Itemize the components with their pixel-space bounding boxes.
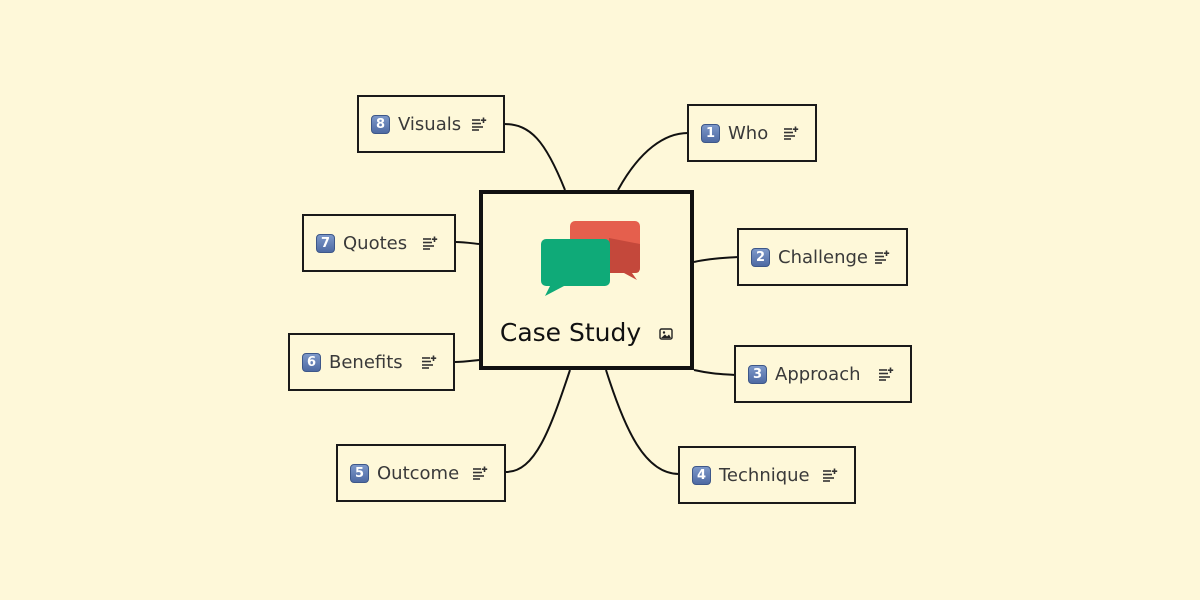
connector-visuals bbox=[503, 123, 566, 191]
central-title-row: Case Study bbox=[483, 318, 690, 347]
topic-number-badge: 1 bbox=[701, 123, 720, 143]
topic-number-badge: 6 bbox=[302, 352, 321, 372]
front-bubble-tail bbox=[545, 286, 564, 296]
notes-icon[interactable] bbox=[472, 466, 488, 480]
topic-label: Technique bbox=[719, 464, 810, 486]
notes-icon[interactable] bbox=[874, 250, 890, 264]
topic-label: Outcome bbox=[377, 462, 460, 484]
topic-outcome[interactable]: 5 Outcome bbox=[336, 444, 506, 502]
front-bubble bbox=[541, 239, 610, 286]
notes-icon[interactable] bbox=[421, 355, 437, 369]
topic-label: Benefits bbox=[329, 351, 403, 373]
connector-challenge bbox=[693, 256, 739, 263]
topic-challenge[interactable]: 2 Challenge bbox=[737, 228, 908, 286]
topic-label: Approach bbox=[775, 363, 861, 385]
topic-approach[interactable]: 3 Approach bbox=[734, 345, 912, 403]
notes-icon[interactable] bbox=[471, 117, 487, 131]
topic-number-badge: 5 bbox=[350, 463, 369, 483]
topic-technique[interactable]: 4 Technique bbox=[678, 446, 856, 504]
notes-icon[interactable] bbox=[822, 468, 838, 482]
connector-who bbox=[617, 132, 689, 191]
topic-label: Quotes bbox=[343, 232, 408, 254]
connector-quotes bbox=[455, 241, 480, 245]
topic-number-badge: 8 bbox=[371, 114, 390, 134]
connector-approach bbox=[693, 369, 736, 376]
topic-quotes[interactable]: 7 Quotes bbox=[302, 214, 456, 272]
connector-benefits bbox=[454, 359, 480, 363]
notes-icon[interactable] bbox=[878, 367, 894, 381]
topic-label: Visuals bbox=[398, 113, 462, 135]
topic-number-badge: 3 bbox=[748, 364, 767, 384]
topic-benefits[interactable]: 6 Benefits bbox=[288, 333, 455, 391]
central-title: Case Study bbox=[499, 318, 642, 347]
notes-icon[interactable] bbox=[783, 126, 799, 140]
speech-bubbles-icon bbox=[541, 221, 640, 296]
central-topic[interactable]: Case Study bbox=[479, 190, 694, 370]
connector-outcome bbox=[505, 369, 571, 473]
topic-label: Challenge bbox=[778, 246, 868, 268]
topic-number-badge: 4 bbox=[692, 465, 711, 485]
topic-number-badge: 2 bbox=[751, 247, 770, 267]
back-bubble-shadow bbox=[609, 238, 640, 280]
notes-icon[interactable] bbox=[422, 236, 438, 250]
topic-number-badge: 7 bbox=[316, 233, 335, 253]
topic-visuals[interactable]: 8 Visuals bbox=[357, 95, 505, 153]
image-icon[interactable] bbox=[659, 328, 673, 340]
connector-technique bbox=[605, 369, 680, 475]
topic-label: Who bbox=[728, 122, 769, 144]
topic-who[interactable]: 1 Who bbox=[687, 104, 817, 162]
